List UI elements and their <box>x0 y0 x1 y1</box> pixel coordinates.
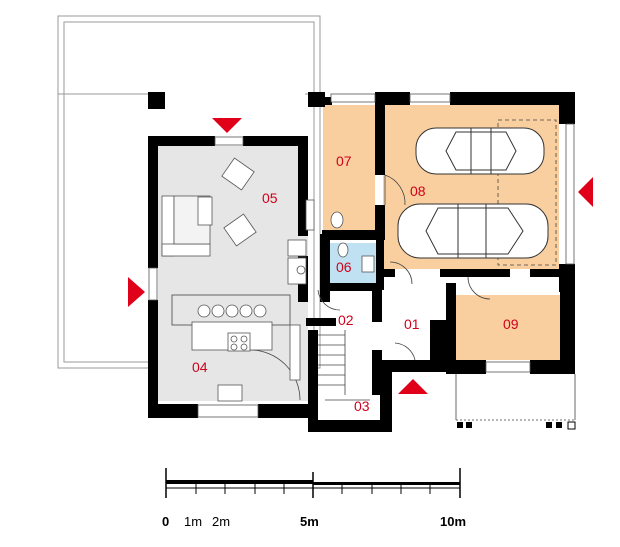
room-label: 05 <box>262 190 278 206</box>
entrance-arrow-icon <box>128 118 593 394</box>
room-label: 09 <box>503 316 519 332</box>
room-label: 07 <box>336 153 352 169</box>
room-label: 03 <box>354 398 370 414</box>
room-label: 08 <box>410 183 426 199</box>
scale-label-0: 0 <box>162 514 169 529</box>
windows <box>148 93 575 418</box>
scale-label-10m: 10m <box>440 514 466 529</box>
scale-label-5m: 5m <box>300 514 319 529</box>
scale-bar: 0 1m 2m 5m 10m <box>162 468 466 529</box>
room-label: 02 <box>338 312 354 328</box>
room-07-floor <box>323 105 375 235</box>
stove-icon <box>227 332 251 352</box>
car-icon <box>397 127 549 259</box>
living-floor <box>158 146 308 401</box>
furniture <box>161 157 375 402</box>
room-label: 01 <box>404 316 420 332</box>
toilet-icon <box>330 211 349 258</box>
interior-lines <box>171 119 576 421</box>
scale-label-1m: 1m <box>184 514 202 529</box>
room-labels: 05 04 07 08 06 02 01 09 03 <box>192 153 519 414</box>
walls <box>148 92 576 432</box>
sink-icon <box>305 199 375 273</box>
room-label: 04 <box>192 359 208 375</box>
room-09-floor <box>455 295 560 360</box>
room-label: 06 <box>336 259 352 275</box>
scale-label-2m: 2m <box>212 514 230 529</box>
armchair-icon <box>221 157 257 247</box>
